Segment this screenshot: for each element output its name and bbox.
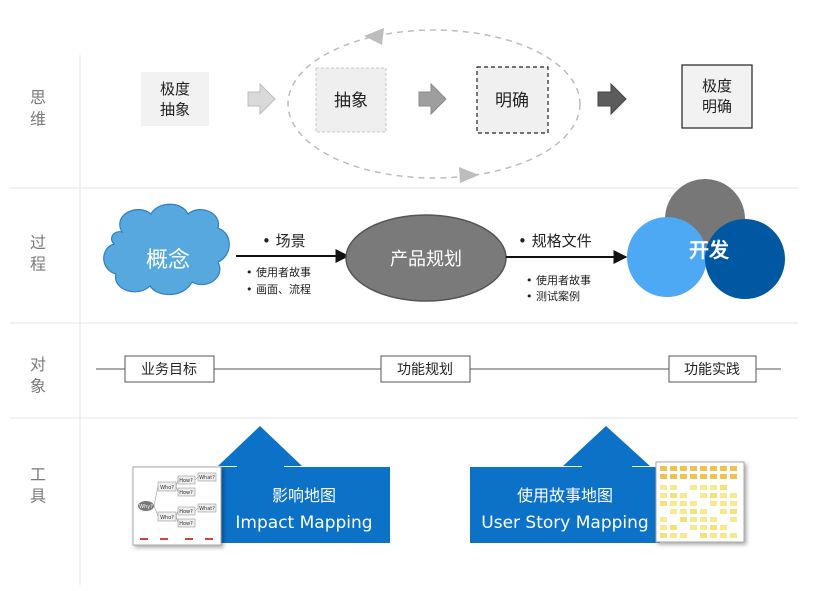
- tool2-box: [470, 467, 660, 543]
- object-feature-practice-label: 功能实践: [684, 362, 740, 378]
- loop-arrow-top: [364, 28, 384, 45]
- develop-circle-dark: [705, 219, 785, 299]
- svg-text:How?: How?: [179, 490, 193, 496]
- box-clear: [476, 66, 549, 134]
- svg-text:What?: What?: [199, 475, 215, 481]
- bullet-1-1: • 使用者故事: [246, 265, 311, 279]
- svg-text:How?: How?: [179, 478, 193, 484]
- object-feature-practice: [668, 355, 757, 383]
- iteration-loop: [287, 29, 581, 179]
- row-label-tools: 工具: [30, 465, 46, 506]
- arrow-2: [418, 82, 447, 116]
- concept-label: 概念: [146, 248, 190, 273]
- develop-circle-light: [627, 217, 707, 297]
- object-feature-planning-label: 功能规划: [397, 362, 453, 378]
- svg-text:How?: How?: [179, 509, 193, 515]
- tool1-up-arrow: [218, 426, 302, 472]
- tool2-title: 使用故事地图: [517, 486, 613, 505]
- develop-label: 开发: [689, 238, 730, 262]
- row-label-thinking: 思维: [30, 88, 46, 129]
- box-extreme-clear: [681, 64, 753, 129]
- product-planning-label: 产品规划: [390, 249, 462, 270]
- box-extreme-clear-label: 极度明确: [702, 77, 732, 115]
- spec-label: • 规格文件: [518, 232, 592, 250]
- box-clear-label: 明确: [495, 91, 529, 111]
- box-abstract: [315, 67, 387, 133]
- story-mapping-thumbnail-notes: [660, 466, 737, 538]
- svg-text:Who?: Who?: [160, 515, 174, 521]
- box-extreme-abstract-label: 极度抽象: [160, 80, 190, 118]
- concept-cloud: [103, 203, 230, 296]
- tool1-subtitle: Impact Mapping: [235, 513, 372, 533]
- row-label-object: 对象: [30, 355, 46, 396]
- svg-text:Why?: Why?: [139, 504, 153, 510]
- box-extreme-abstract: [141, 72, 209, 126]
- row-dividers: [10, 55, 798, 585]
- bullet-2-2: • 测试案例: [526, 289, 580, 303]
- loop-arrow-bottom: [459, 167, 479, 183]
- svg-text:What?: What?: [199, 506, 215, 512]
- tool2-subtitle: User Story Mapping: [481, 513, 648, 533]
- svg-text:How?: How?: [179, 521, 193, 527]
- tool1-box: [218, 467, 390, 543]
- bullet-1-2: • 画面、流程: [246, 282, 311, 296]
- tool1-title: 影响地图: [272, 486, 336, 505]
- arrow-1: [247, 82, 276, 116]
- arrow-3: [597, 82, 627, 116]
- tool2-up-arrow: [563, 426, 650, 472]
- object-feature-planning: [380, 355, 471, 383]
- object-business-goal: [124, 355, 215, 383]
- impact-mapping-thumbnail-content: Why? Who? Who? How? How? How? How? What?…: [138, 472, 217, 540]
- scenario-label: • 场景: [262, 232, 306, 250]
- svg-text:Who?: Who?: [160, 485, 174, 491]
- object-business-goal-label: 业务目标: [141, 362, 197, 378]
- row-label-process: 过程: [30, 233, 46, 274]
- box-abstract-label: 抽象: [334, 91, 368, 111]
- bullet-2-1: • 使用者故事: [526, 273, 591, 287]
